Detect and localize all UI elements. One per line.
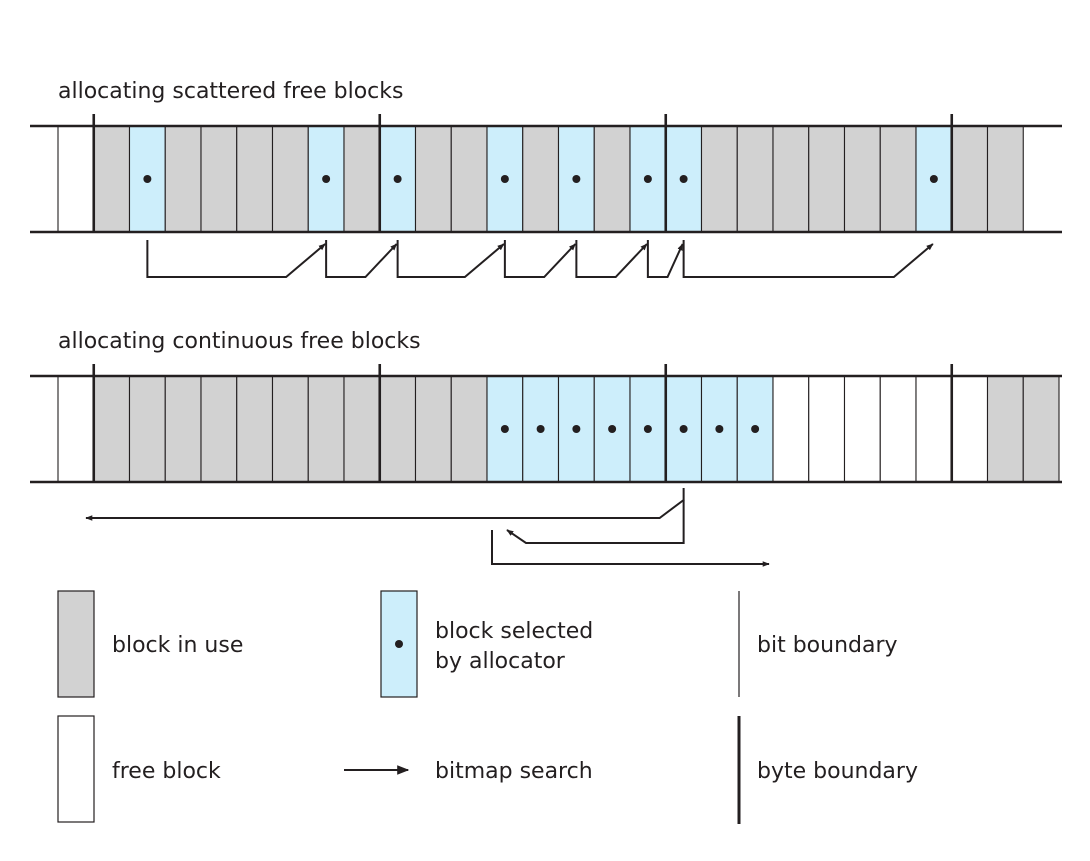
block-in-use xyxy=(414,125,452,233)
block-in-use xyxy=(128,375,166,483)
block-in-use xyxy=(200,125,238,233)
block-in-use xyxy=(450,125,488,233)
dot-icon xyxy=(572,425,581,433)
block-in-use xyxy=(772,125,810,233)
free-label: free block xyxy=(112,759,221,784)
block-free xyxy=(808,375,846,483)
selected-label-line1: block selected xyxy=(435,619,593,644)
search-hop-arrow xyxy=(682,240,934,278)
block-in-use xyxy=(879,125,917,233)
search-hop-arrow xyxy=(396,240,505,278)
block-in-use xyxy=(700,125,738,233)
block-free xyxy=(915,375,953,483)
block-free xyxy=(772,375,810,483)
block-free xyxy=(57,125,95,233)
block-in-use xyxy=(164,375,202,483)
scattered-title: allocating scattered free blocks xyxy=(58,79,403,104)
byte-boundary-label: byte boundary xyxy=(757,759,918,784)
continuous-block-strip xyxy=(30,364,1062,484)
block-in-use xyxy=(343,375,381,483)
block-selected xyxy=(915,125,953,233)
continuous-title: allocating continuous free blocks xyxy=(58,329,421,354)
dot-icon xyxy=(395,640,403,648)
block-in-use xyxy=(951,125,989,233)
dot-icon xyxy=(393,175,402,183)
block-free xyxy=(57,375,95,483)
block-in-use xyxy=(986,125,1024,233)
block-in-use xyxy=(808,125,846,233)
block-in-use xyxy=(522,125,560,233)
dot-icon xyxy=(608,425,617,433)
legend-selected: block selected by allocator xyxy=(380,590,593,698)
block-free xyxy=(951,375,989,483)
dot-icon xyxy=(143,175,152,183)
block-in-use xyxy=(414,375,452,483)
block-in-use xyxy=(236,125,274,233)
block-in-use xyxy=(986,375,1024,483)
dot-icon xyxy=(679,175,688,183)
search-hop-arrow xyxy=(503,240,577,278)
block-in-use xyxy=(164,125,202,233)
search-hop-arrow xyxy=(325,240,398,278)
block-in-use xyxy=(593,125,631,233)
dot-icon xyxy=(715,425,724,433)
search-hop-arrow xyxy=(146,240,326,278)
dot-icon xyxy=(572,175,581,183)
search-forward-arrow xyxy=(491,530,770,567)
legend-search: bitmap search xyxy=(344,759,593,784)
dot-icon xyxy=(643,175,652,183)
block-in-use xyxy=(271,125,309,233)
dot-icon xyxy=(679,425,688,433)
legend-bit-boundary: bit boundary xyxy=(738,591,898,697)
dot-icon xyxy=(322,175,331,183)
search-rewind-arrow xyxy=(85,488,685,521)
in-use-swatch xyxy=(57,590,95,698)
block-in-use xyxy=(1022,375,1060,483)
dot-icon xyxy=(500,175,509,183)
block-free xyxy=(843,375,881,483)
dot-icon xyxy=(500,425,509,433)
block-in-use xyxy=(271,375,309,483)
block-in-use xyxy=(379,375,417,483)
dot-icon xyxy=(643,425,652,433)
search-label: bitmap search xyxy=(435,759,593,784)
search-hop-arrow xyxy=(646,240,684,278)
block-in-use xyxy=(200,375,238,483)
in-use-label: block in use xyxy=(112,633,243,658)
dot-icon xyxy=(751,425,760,433)
block-in-use xyxy=(843,125,881,233)
block-in-use xyxy=(343,125,381,233)
search-return-arrow xyxy=(506,500,685,544)
block-in-use xyxy=(93,125,131,233)
block-in-use xyxy=(307,375,345,483)
legend-free: free block xyxy=(57,715,221,823)
block-in-use xyxy=(93,375,131,483)
selected-label-line2: by allocator xyxy=(435,649,566,674)
block-in-use xyxy=(236,375,274,483)
bit-boundary-label: bit boundary xyxy=(757,633,898,658)
dot-icon xyxy=(536,425,545,433)
block-in-use xyxy=(736,125,774,233)
legend-byte-boundary: byte boundary xyxy=(737,716,918,824)
block-in-use xyxy=(450,375,488,483)
block-free xyxy=(879,375,917,483)
free-swatch xyxy=(57,715,95,823)
legend-in-use: block in use xyxy=(57,590,243,698)
legend: block in use block selected by allocator… xyxy=(57,590,918,824)
scattered-block-strip xyxy=(30,114,1062,234)
scattered-search-path xyxy=(146,240,934,278)
continuous-search-path xyxy=(85,488,770,567)
dot-icon xyxy=(929,175,938,183)
search-hop-arrow xyxy=(575,240,648,278)
